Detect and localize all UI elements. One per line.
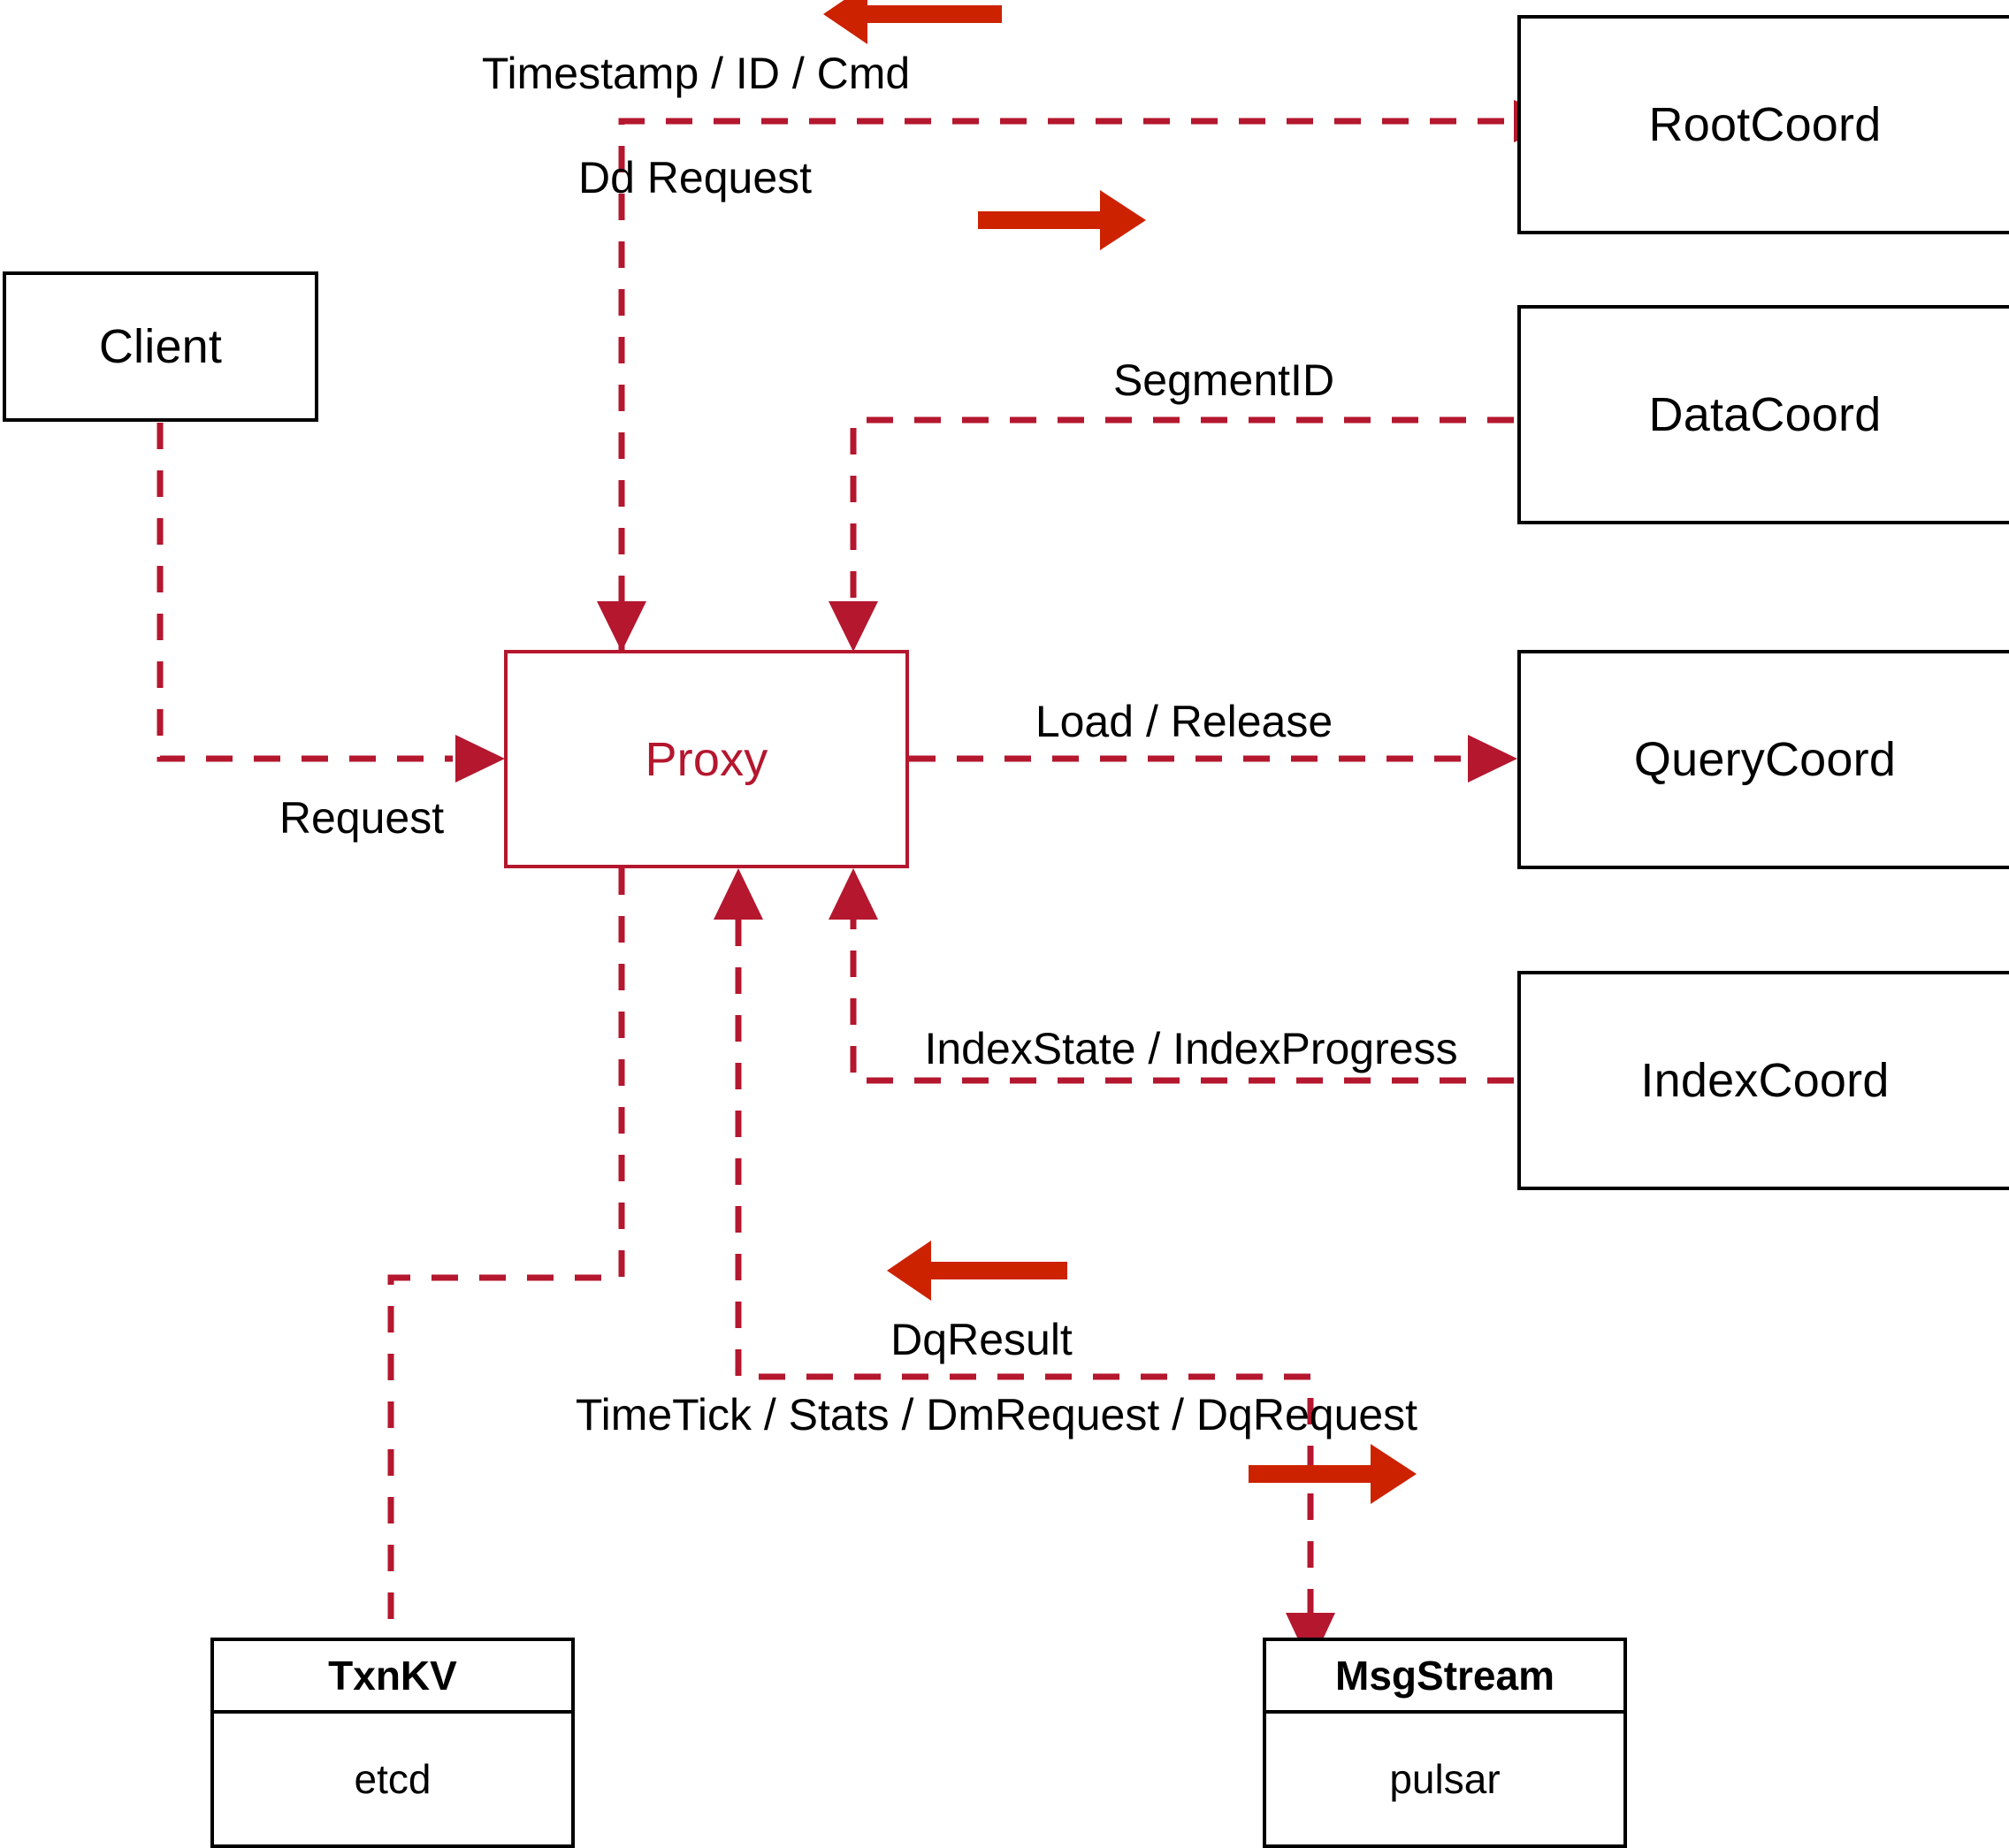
node-datacoord[interactable]: DataCoord (1517, 305, 2009, 524)
node-msgstream-header: MsgStream (1266, 1641, 1623, 1714)
node-rootcoord-label: RootCoord (1648, 98, 1882, 151)
edge-label-segmentid: SegmentID (1112, 355, 1335, 405)
edge-label-dqresult: DqResult (890, 1315, 1073, 1364)
arrow-dqresult-direction (887, 1241, 1067, 1301)
node-datacoord-label: DataCoord (1648, 388, 1882, 441)
edge-segmentid-path (829, 416, 1514, 652)
node-proxy[interactable]: Proxy (504, 650, 909, 868)
node-indexcoord-label: IndexCoord (1640, 1054, 1890, 1107)
edge-load-release-path (909, 735, 1517, 783)
edge-label-index-state-progress: IndexState / IndexProgress (924, 1024, 1458, 1073)
node-proxy-label: Proxy (645, 732, 768, 786)
arrow-timestamp-direction (823, 0, 1002, 44)
edge-timestamp-arrowhead (597, 601, 646, 652)
node-txnkv-header: TxnKV (214, 1641, 571, 1714)
edge-label-load-release: Load / Release (1035, 697, 1333, 746)
node-rootcoord[interactable]: RootCoord (1517, 15, 2009, 234)
node-indexcoord[interactable]: IndexCoord (1517, 971, 2009, 1190)
edge-request-path (157, 423, 505, 783)
edge-index-state-path (829, 868, 1514, 1084)
node-querycoord-label: QueryCoord (1633, 733, 1897, 786)
node-client[interactable]: Client (3, 271, 318, 422)
node-txnkv[interactable]: TxnKV etcd (210, 1638, 575, 1848)
arrow-dd-request-direction (978, 190, 1146, 250)
node-msgstream[interactable]: MsgStream pulsar (1263, 1638, 1627, 1848)
node-client-label: Client (98, 320, 223, 373)
edge-label-dd-request: Dd Request (577, 153, 813, 202)
edge-label-timetick-stats-dm-dq: TimeTick / Stats / DmRequest / DqRequest (575, 1390, 1418, 1439)
edge-label-request: Request (279, 793, 445, 843)
node-txnkv-body: etcd (354, 1756, 432, 1802)
node-msgstream-body: pulsar (1389, 1756, 1501, 1802)
node-querycoord[interactable]: QueryCoord (1517, 650, 2009, 869)
edge-label-timestamp-id-cmd: Timestamp / ID / Cmd (481, 49, 911, 98)
edge-txnkv-path (387, 868, 625, 1640)
arrow-dqrequest-direction (1249, 1444, 1417, 1504)
